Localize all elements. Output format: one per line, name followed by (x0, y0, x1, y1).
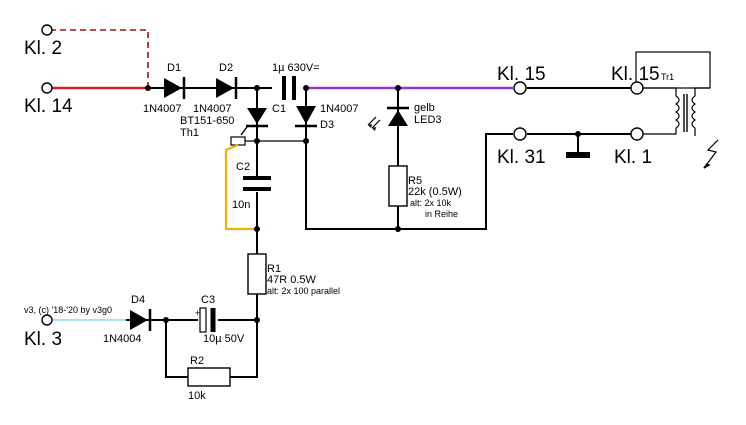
resistor-r2 (187, 367, 231, 387)
credit-text: v3, (c) '18-'20 by v3g0 (24, 305, 112, 315)
label-r2-value: 10k (188, 390, 206, 402)
junction-dot (145, 85, 151, 91)
transformer-tr1 (635, 51, 719, 169)
resistor-r1 (247, 253, 267, 295)
capacitor-c3: + (195, 307, 218, 333)
label-r5-alt1: alt: 2x 10k (410, 198, 452, 208)
gate-trigger-wire (224, 143, 257, 231)
label-c1-ref: C1 (272, 103, 286, 115)
label-c2-ref: C2 (236, 161, 250, 173)
label-led3-ref: LED3 (414, 114, 442, 126)
label-r1-value: 47R 0.5W (267, 274, 317, 286)
label-d2-ref: D2 (219, 62, 233, 74)
kl2-dashed-wire (50, 29, 149, 88)
r2-wire (165, 320, 258, 378)
label-r2-ref: R2 (190, 355, 204, 367)
thyristor-th1 (240, 108, 268, 136)
label-c2-value: 10n (232, 199, 250, 211)
label-kl15-right: Kl. 15 (611, 64, 660, 85)
label-d3-ref: D3 (320, 119, 334, 131)
label-c1-value: 1µ 630V= (272, 62, 320, 74)
diode-d1 (164, 77, 186, 99)
terminal-kl15-right (630, 81, 644, 95)
terminal-kl1 (630, 127, 644, 141)
kl31-return-wire (398, 133, 513, 230)
label-c3-value: 10µ 50V (203, 333, 245, 345)
label-kl14: Kl. 14 (24, 96, 73, 117)
label-c3-ref: C3 (201, 294, 215, 306)
label-d4-ref: D4 (131, 294, 145, 306)
ground-bar (566, 152, 590, 158)
label-r5-value: 22k (0.5W) (408, 186, 462, 198)
label-r5-ref: R5 (408, 175, 422, 187)
label-d2-value: 1N4007 (193, 103, 232, 115)
capacitor-c1 (272, 76, 306, 100)
label-kl2: Kl. 2 (24, 38, 62, 59)
label-r1-ref: R1 (267, 263, 281, 275)
terminal-kl3 (41, 314, 53, 326)
label-d1-value: 1N4007 (143, 103, 182, 115)
label-kl31: Kl. 31 (497, 147, 546, 168)
thyristor-gate-resistor (230, 136, 246, 146)
diode-d2 (216, 77, 238, 99)
label-tr1-ref: Tr1 (661, 72, 674, 82)
label-kl15-left: Kl. 15 (497, 64, 546, 85)
label-d4-value: 1N4004 (103, 333, 142, 345)
terminal-kl2 (41, 24, 53, 36)
label-th1-value: BT151-650 (180, 115, 234, 127)
svg-text:+: + (195, 308, 200, 318)
terminal-kl15-left (513, 81, 527, 95)
label-kl1: Kl. 1 (614, 147, 652, 168)
d3-wire (305, 88, 398, 230)
diode-d4 (130, 309, 152, 331)
label-r5-alt2: in Reihe (425, 209, 458, 219)
led-led3 (367, 106, 409, 131)
label-r1-alt: alt: 2x 100 parallel (267, 286, 340, 296)
resistor-r5 (388, 165, 408, 207)
terminal-kl31 (513, 127, 527, 141)
terminal-kl14 (41, 82, 53, 94)
label-led3-value: gelb (414, 102, 435, 114)
label-d1-ref: D1 (167, 62, 181, 74)
label-th1-ref: Th1 (180, 127, 199, 139)
label-kl3: Kl. 3 (24, 329, 62, 350)
diode-d3 (295, 106, 317, 128)
label-d3-value: 1N4007 (320, 103, 359, 115)
